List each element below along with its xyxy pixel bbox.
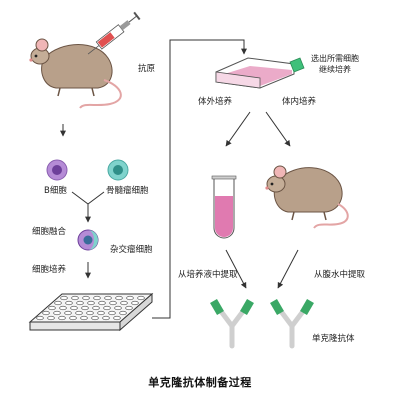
label-select-line2: 继续培养 [319,65,351,74]
label-extract-from-ascites: 从腹水中提取 [314,270,366,280]
label-extract-from-medium: 从培养液中提取 [178,270,238,280]
hybridoma-cell-icon [77,229,99,251]
myeloma-cell-icon [107,159,129,181]
arrow-to-in-vitro [225,111,251,147]
label-b-cell: B细胞 [44,186,67,196]
antibody-icon [210,298,254,349]
mouse-icon [265,165,349,229]
label-antigen: 抗原 [138,64,156,74]
label-cell-fusion: 细胞融合 [32,227,67,237]
label-myeloma-cell: 骨髓瘤细胞 [106,186,149,196]
mouse-icon [29,38,122,109]
test-tube-icon [211,175,237,239]
b-cell-icon [46,159,68,181]
label-hybridoma-cell: 杂交瘤细胞 [110,245,153,255]
arrow-to-in-vivo [265,111,291,147]
label-select-line1: 选出所需细胞 [311,54,359,63]
label-monoclonal-antibody: 单克隆抗体 [312,334,355,344]
connector-plate-to-flask [152,39,247,319]
antibody-icon [270,298,314,349]
syringe-icon [87,11,141,55]
label-in-vivo-culture: 体内培养 [282,97,317,107]
arrow-medium-to-antibody [225,249,247,289]
arrow-ascites-to-antibody [277,249,299,289]
culture-flask-icon [215,57,305,89]
label-cell-culture: 细胞培养 [32,265,67,275]
label-in-vitro-culture: 体外培养 [198,97,233,107]
merge-lines [71,191,105,223]
page-title: 单克隆抗体制备过程 [148,376,252,389]
culture-plate-icon [28,292,154,332]
